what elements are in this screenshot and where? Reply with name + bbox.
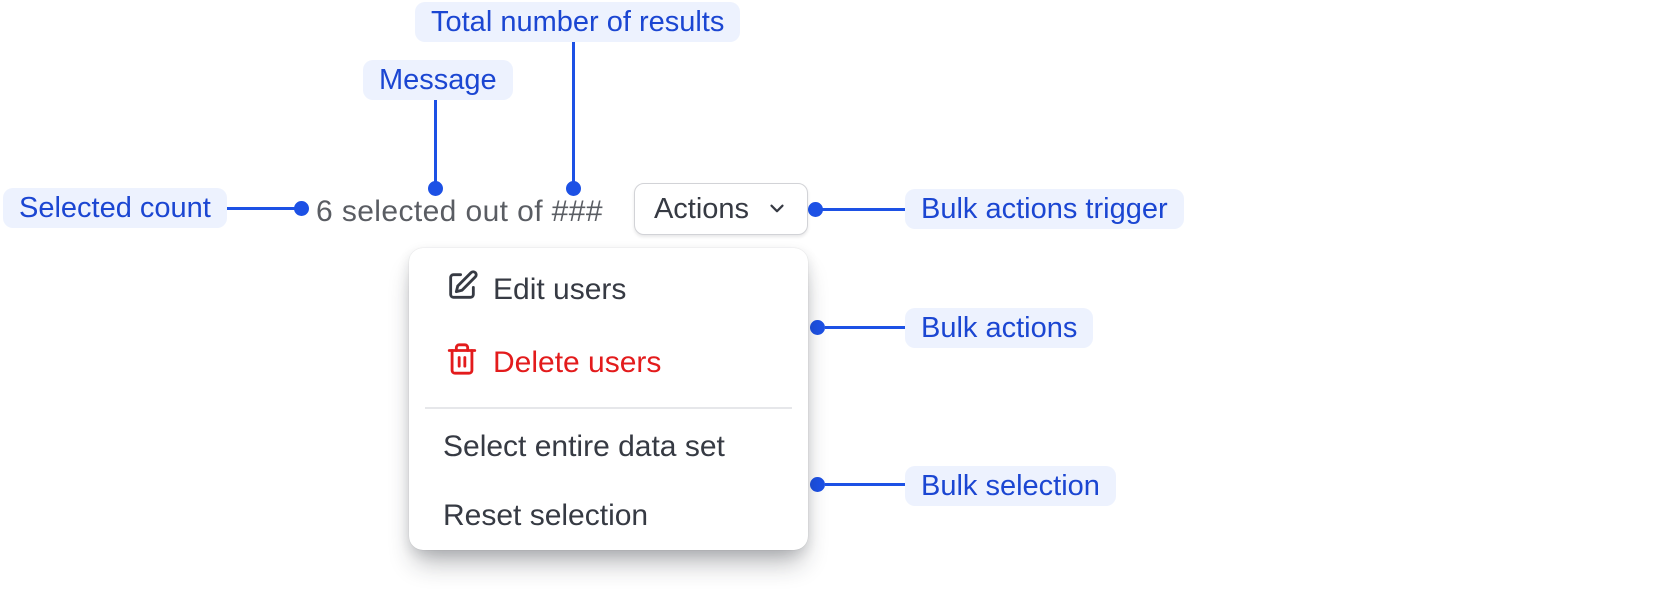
menu-item-reset-selection[interactable]: Reset selection <box>409 484 808 548</box>
annotation-selected-count: Selected count <box>3 188 227 228</box>
connector-dot-message <box>428 181 443 196</box>
annotation-bulk-actions: Bulk actions <box>905 308 1094 348</box>
trash-icon <box>445 342 479 384</box>
connector-line-selected-count <box>205 207 297 210</box>
menu-item-label: Edit users <box>493 273 627 306</box>
menu-item-delete-users[interactable]: Delete users <box>409 331 808 395</box>
connector-line-bulk-selection <box>825 483 910 486</box>
menu-divider <box>425 407 792 409</box>
edit-icon <box>445 269 479 311</box>
connector-line-bulk-actions <box>825 326 910 329</box>
connector-line-bulk-actions-trigger <box>822 208 910 211</box>
selection-message: 6 selected out of ### <box>316 195 603 228</box>
connector-line-total-results <box>572 42 575 182</box>
connector-dot-bulk-actions <box>810 320 825 335</box>
actions-button-label: Actions <box>653 192 750 225</box>
menu-item-label: Select entire data set <box>443 430 725 463</box>
annotation-bulk-actions-trigger: Bulk actions trigger <box>905 189 1184 229</box>
menu-item-select-entire-data-set[interactable]: Select entire data set <box>409 415 808 479</box>
connector-dot-bulk-actions-trigger <box>808 202 823 217</box>
menu-item-label: Reset selection <box>443 499 649 532</box>
connector-dot-selected-count <box>294 201 309 216</box>
chevron-down-icon <box>766 194 788 227</box>
connector-line-message <box>434 100 437 182</box>
connector-dot-total-results <box>566 181 581 196</box>
bulk-actions-menu: Edit users Delete users Select entire da… <box>409 248 808 550</box>
annotation-bulk-selection: Bulk selection <box>905 466 1116 506</box>
annotation-total-number-of-results: Total number of results <box>415 2 741 42</box>
annotation-message: Message <box>363 60 513 100</box>
bulk-actions-trigger-button[interactable]: Actions <box>634 183 808 235</box>
menu-item-edit-users[interactable]: Edit users <box>409 258 808 322</box>
connector-dot-bulk-selection <box>810 477 825 492</box>
menu-item-label: Delete users <box>493 346 662 379</box>
